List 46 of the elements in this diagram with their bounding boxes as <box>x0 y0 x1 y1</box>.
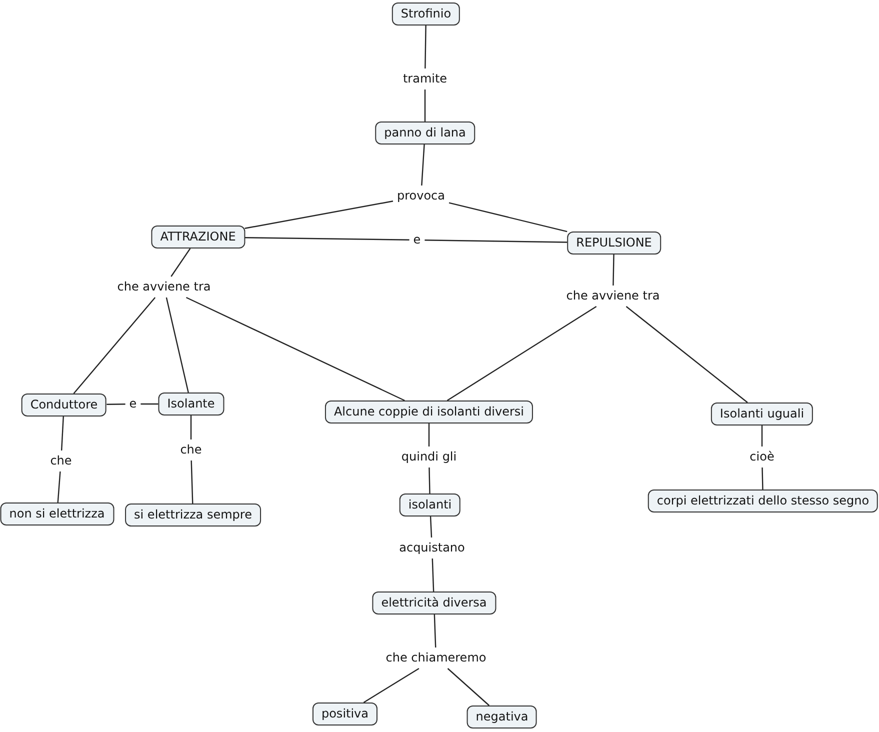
connector-line <box>57 471 61 503</box>
connector-line <box>424 240 568 243</box>
connector-line <box>190 416 192 440</box>
connector-line <box>612 254 614 286</box>
connector-line <box>448 202 568 232</box>
connector-line <box>626 306 748 403</box>
concept-box: Isolanti uguali <box>710 402 814 426</box>
connector-line <box>424 25 426 69</box>
concept-box: negativa <box>466 706 538 728</box>
connector-line <box>363 668 420 704</box>
connector-line <box>140 403 158 405</box>
connector-line <box>170 248 191 277</box>
concept-box: REPULSIONE <box>567 232 661 254</box>
connector-line <box>430 516 432 538</box>
connector-line <box>106 404 126 405</box>
connector-line <box>186 296 405 402</box>
concept-box: elettricità diversa <box>372 592 496 614</box>
concept-box: panno di lana <box>375 122 475 144</box>
connector-line <box>432 558 434 592</box>
connector-line <box>447 668 490 706</box>
connector-line <box>421 144 425 186</box>
connector-line <box>424 90 426 122</box>
connector-line <box>166 297 189 393</box>
concept-box: corpi elettrizzati dello stesso segno <box>648 490 878 512</box>
concept-box: non si elettrizza <box>0 502 114 526</box>
concept-box: Strofinio <box>392 2 460 26</box>
connector-line <box>446 306 597 401</box>
concept-box: ATTRAZIONE <box>151 226 245 248</box>
connector-line <box>73 297 156 394</box>
connector-line <box>428 424 430 446</box>
concept-box: Isolante <box>158 392 224 416</box>
connector-line <box>761 426 763 446</box>
linking-phrase: quindi gli <box>400 450 458 464</box>
concept-box: Alcune coppie di isolanti diversi <box>324 400 534 424</box>
connector-line <box>428 467 430 494</box>
connector-line <box>60 416 64 451</box>
concept-box: Conduttore <box>21 394 107 416</box>
connector-line <box>244 200 394 229</box>
concept-box: isolanti <box>399 494 461 516</box>
linking-phrase: acquistano <box>398 540 466 556</box>
connector-line <box>244 237 410 240</box>
connector-line <box>434 614 436 648</box>
concept-box: si elettrizza sempre <box>125 504 261 526</box>
connector-line <box>190 460 194 504</box>
connector-line <box>762 467 764 490</box>
concept-box: positiva <box>312 702 378 726</box>
